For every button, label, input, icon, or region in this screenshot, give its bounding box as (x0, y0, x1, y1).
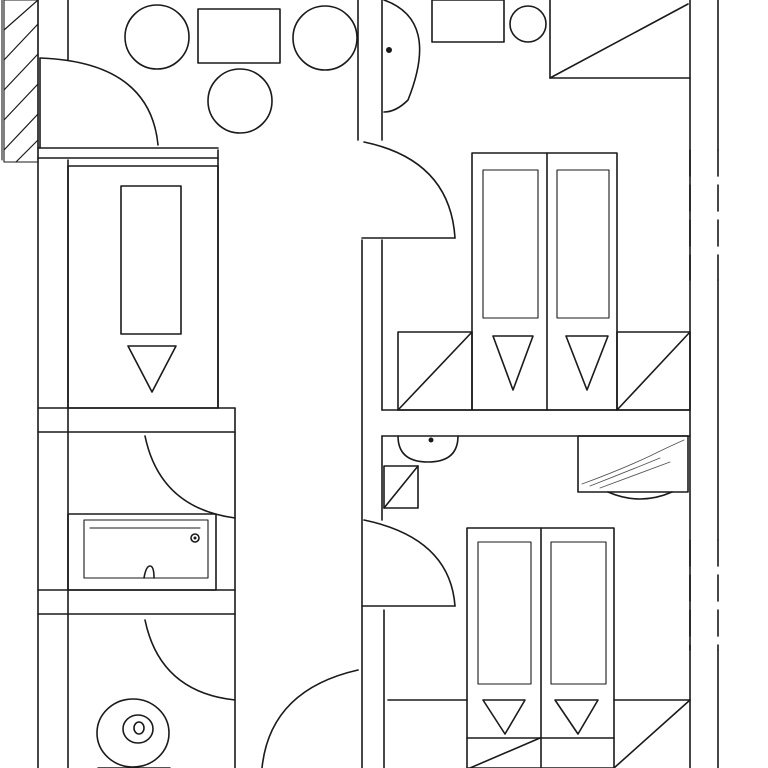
sink-icon (397, 435, 459, 463)
door-swing-icon (144, 435, 236, 519)
toilet-icon (96, 698, 171, 768)
walls (1, 0, 719, 768)
wardrobe-icon (397, 152, 691, 411)
round-table-icon (124, 4, 358, 134)
bed-icon (67, 165, 219, 409)
wardrobe-icon (387, 527, 691, 768)
bathtub-icon (67, 513, 217, 591)
window-icon (3, 0, 39, 163)
door-swing-icon (363, 141, 456, 239)
door-swing-icon (363, 519, 456, 607)
sink-icon (383, 0, 421, 113)
door-swing-icon (39, 57, 159, 146)
round-table-icon (509, 5, 547, 43)
window-icon (689, 149, 719, 651)
storage-box (383, 465, 419, 509)
counter (577, 435, 689, 500)
storage-box (549, 0, 691, 79)
door-swing-icon (144, 619, 236, 701)
door-swing-icon (261, 669, 359, 768)
cabinet (431, 0, 505, 43)
